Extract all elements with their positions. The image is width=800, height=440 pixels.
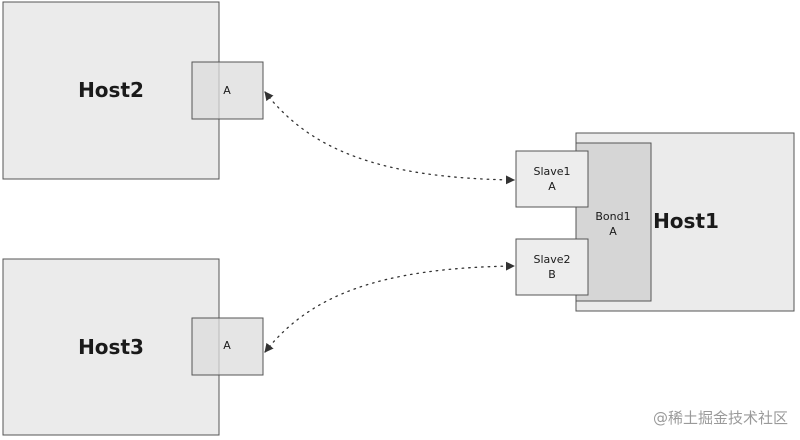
- host2-port-label: A: [223, 84, 231, 97]
- link-host3-slave2: [264, 261, 515, 353]
- bond1-port-label: A: [609, 225, 617, 238]
- host1-node: Host1 Bond1 A Slave1 A Slave2 B: [515, 132, 795, 312]
- host2-port-a: [191, 61, 264, 120]
- watermark-text: @稀土掘金技术社区: [653, 409, 788, 427]
- bond1-name: Bond1: [595, 210, 630, 223]
- host3-port-label: A: [223, 339, 231, 352]
- host2-node: Host2 A: [2, 1, 264, 180]
- link-host2-slave1: [264, 91, 515, 185]
- host2-label: Host2: [78, 78, 144, 102]
- host3-label: Host3: [78, 335, 144, 359]
- slave2-interface: [515, 238, 589, 296]
- slave1-interface: [515, 150, 589, 208]
- slave2-port-label: B: [548, 268, 556, 281]
- slave2-name: Slave2: [533, 253, 570, 266]
- host3-box: [2, 258, 220, 436]
- slave1-port-label: A: [548, 180, 556, 193]
- host2-box: [2, 1, 220, 180]
- host1-label: Host1: [653, 209, 719, 233]
- host3-node: Host3 A: [2, 258, 264, 436]
- host3-port-a: [191, 317, 264, 376]
- slave1-name: Slave1: [533, 165, 570, 178]
